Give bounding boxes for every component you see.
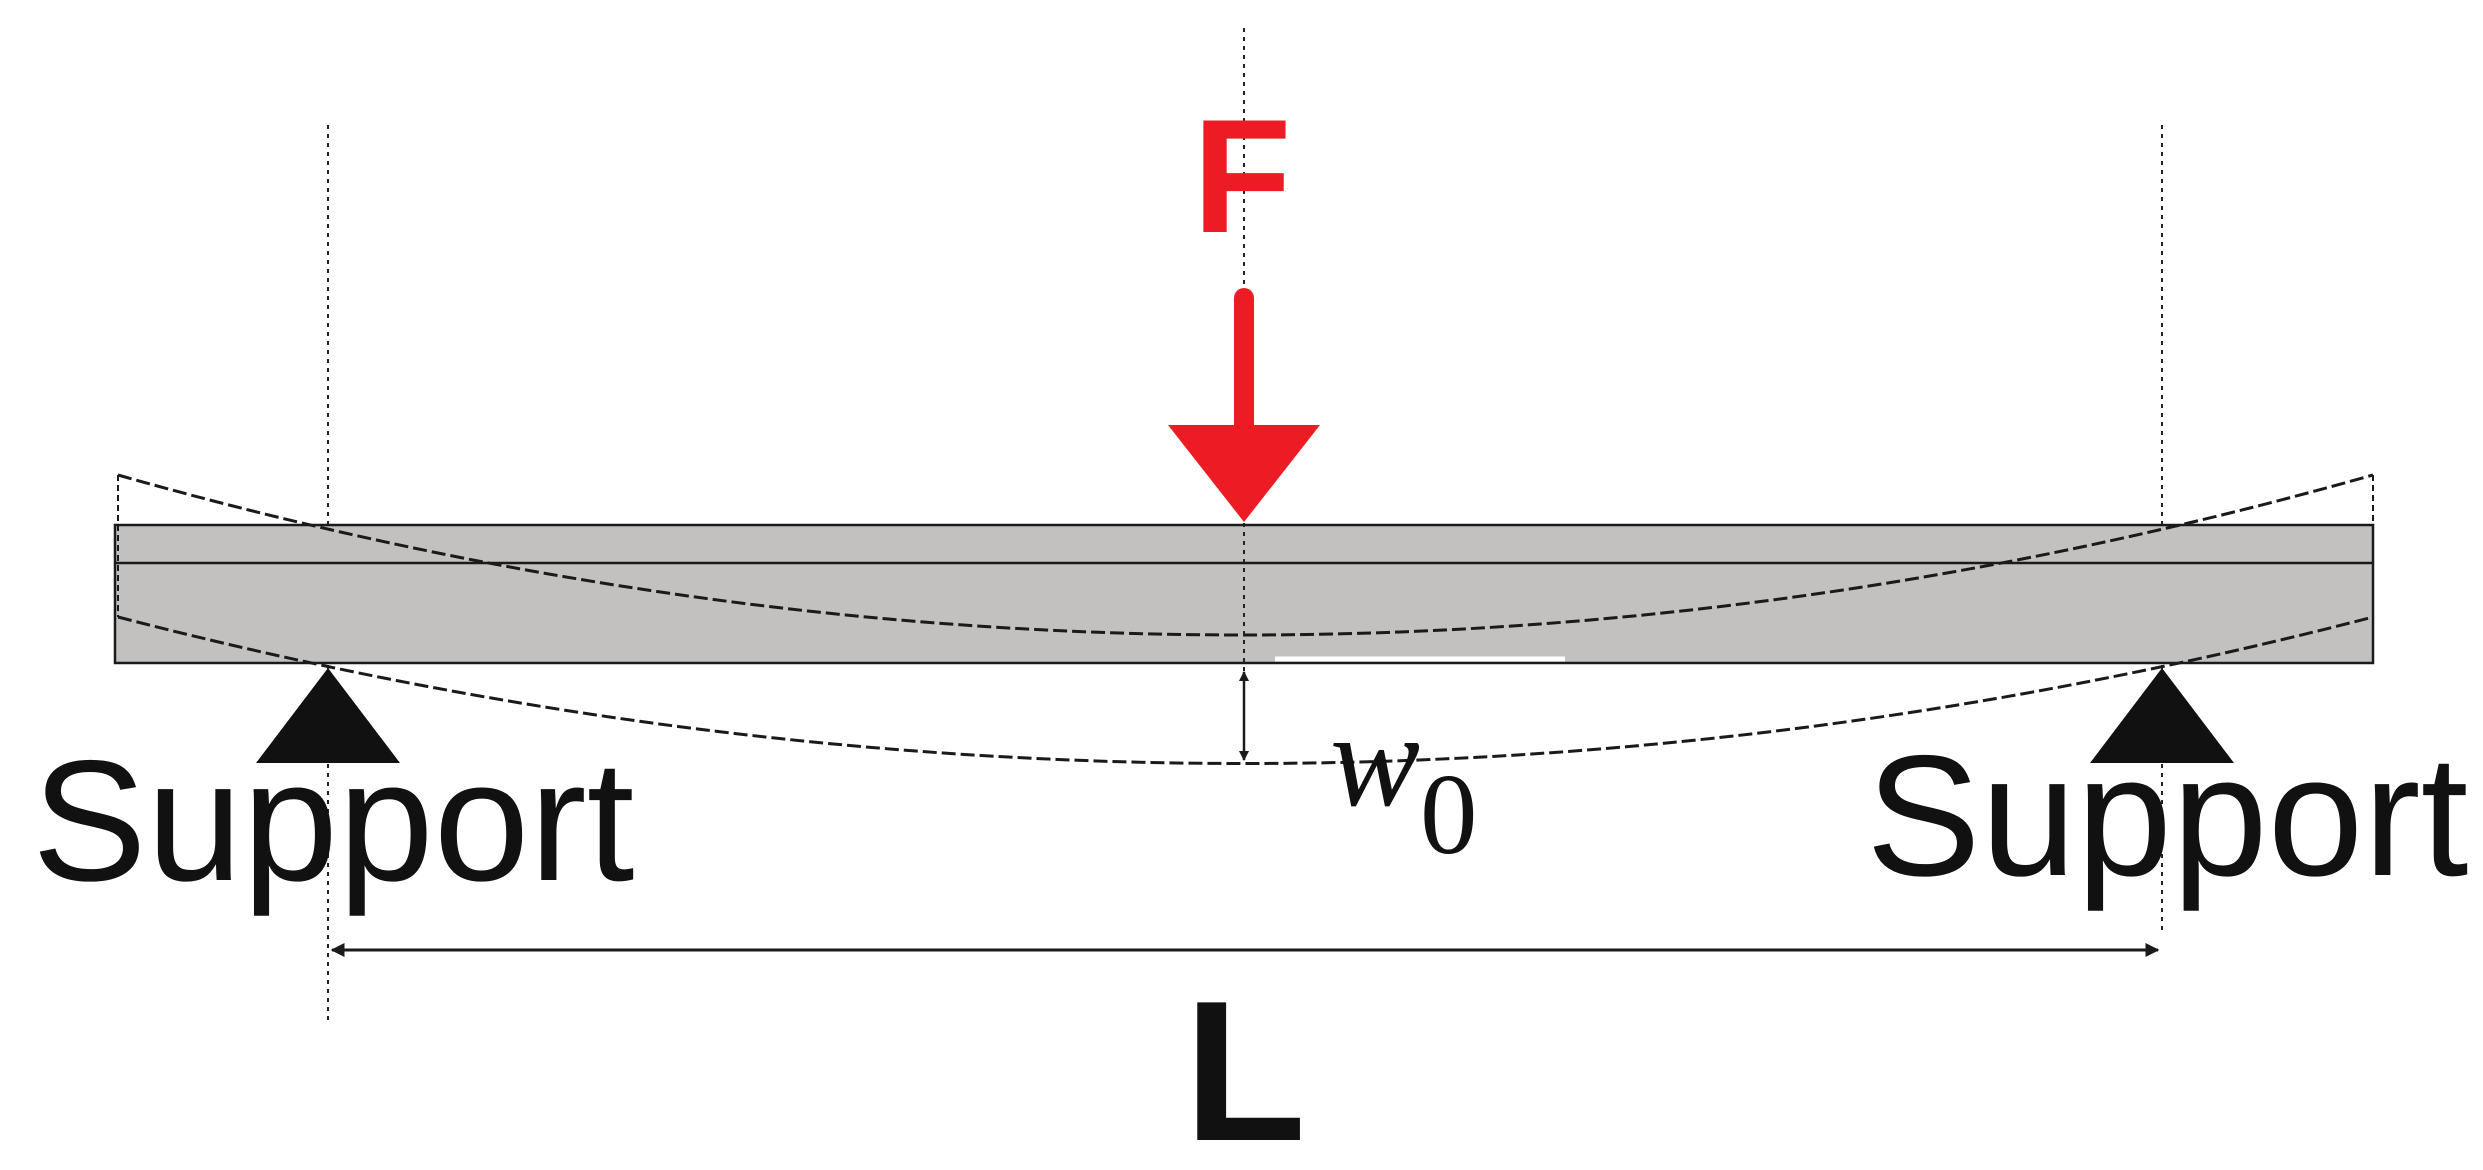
down-arrow-icon — [1168, 288, 1320, 522]
deflection-label: w0 — [1330, 686, 1478, 878]
support-left-label: Support — [32, 725, 634, 917]
deflected-beam-bottom-curve — [117, 615, 2374, 765]
deflection-symbol: w — [1330, 686, 1420, 835]
triangle-support-icon — [256, 668, 400, 763]
beam — [113, 523, 2375, 665]
triangle-support-icon — [2090, 668, 2234, 763]
deflection-subscript: 0 — [1420, 751, 1478, 878]
force-label: F — [1193, 86, 1292, 267]
support-right-label: Support — [1866, 720, 2468, 912]
span-label: L — [1184, 960, 1306, 1170]
